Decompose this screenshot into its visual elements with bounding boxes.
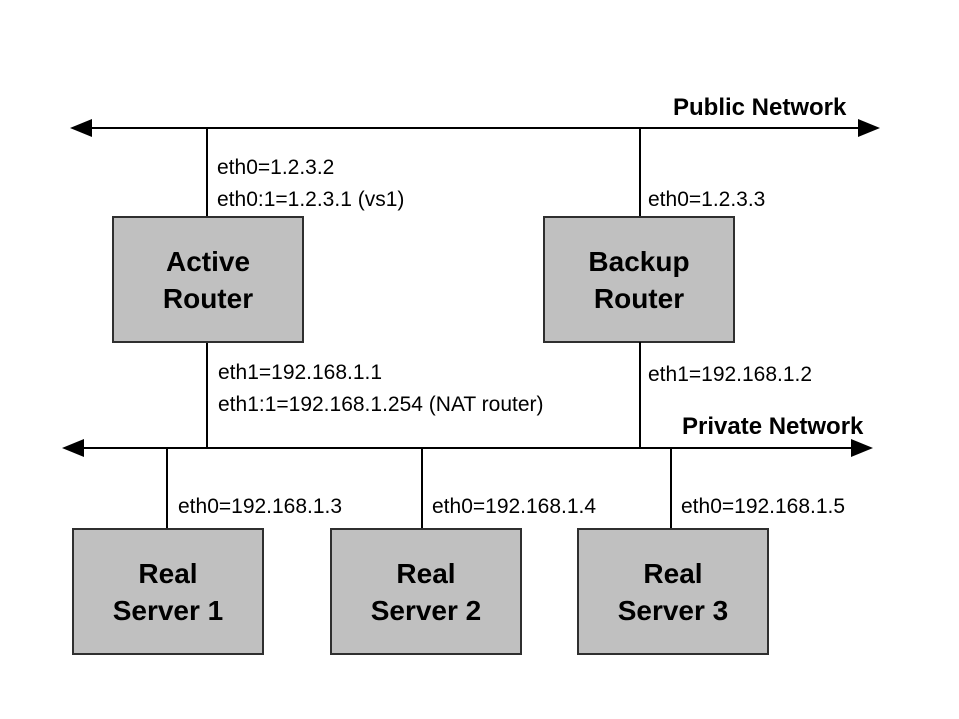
real-server-1-name-line2: Server 1: [112, 594, 224, 626]
public-network-label: Public Network: [673, 94, 847, 121]
private-network-label: Private Network: [682, 413, 864, 440]
connector-public-backup-router: [639, 128, 641, 216]
backup-router-name-line1: Backup: [588, 245, 690, 277]
private-network-arrow-right-icon: [851, 439, 873, 457]
real-server-2-eth0-label: eth0=192.168.1.4: [432, 495, 597, 518]
active-router-node: Active Router: [112, 216, 304, 343]
connector-private-real-server-3: [670, 449, 672, 528]
public-network-line: [75, 127, 870, 129]
real-server-3-eth0-label: eth0=192.168.1.5: [681, 495, 846, 518]
real-server-3-node: Real Server 3: [577, 528, 769, 655]
real-server-3-name-line1: Real: [643, 557, 703, 589]
active-router-name-line2: Router: [162, 282, 254, 314]
real-server-1-name-line1: Real: [138, 557, 198, 589]
active-router-private-interface-label: eth1=192.168.1.1 eth1:1=192.168.1.254 (N…: [218, 357, 544, 421]
active-router-public-interface-label: eth0=1.2.3.2 eth0:1=1.2.3.1 (vs1): [217, 152, 404, 216]
public-network-arrow-right-icon: [858, 119, 880, 137]
backup-router-eth0-label: eth0=1.2.3.3: [648, 188, 766, 211]
real-server-2-name-line1: Real: [396, 557, 456, 589]
public-network-arrow-left-icon: [70, 119, 92, 137]
active-router-eth1-alias-label: eth1:1=192.168.1.254 (NAT router): [218, 393, 544, 416]
backup-router-name-line2: Router: [593, 282, 685, 314]
active-router-eth0-label: eth0=1.2.3.2: [217, 156, 335, 179]
real-server-3-name-line2: Server 3: [617, 594, 729, 626]
backup-router-eth1-label: eth1=192.168.1.2: [648, 363, 813, 386]
connector-active-router-private: [206, 343, 208, 448]
real-server-1-eth0-label: eth0=192.168.1.3: [178, 495, 343, 518]
real-server-2-node: Real Server 2: [330, 528, 522, 655]
active-router-name-line1: Active: [165, 245, 251, 277]
connector-private-real-server-1: [166, 449, 168, 528]
real-server-2-name-line2: Server 2: [370, 594, 482, 626]
private-network-line: [67, 447, 867, 449]
backup-router-node: Backup Router: [543, 216, 735, 343]
active-router-eth0-alias-label: eth0:1=1.2.3.1 (vs1): [217, 188, 405, 211]
connector-private-real-server-2: [421, 449, 423, 528]
active-router-eth1-label: eth1=192.168.1.1: [218, 361, 383, 384]
connector-public-active-router: [206, 128, 208, 216]
connector-backup-router-private: [639, 342, 641, 448]
real-server-1-node: Real Server 1: [72, 528, 264, 655]
private-network-arrow-left-icon: [62, 439, 84, 457]
